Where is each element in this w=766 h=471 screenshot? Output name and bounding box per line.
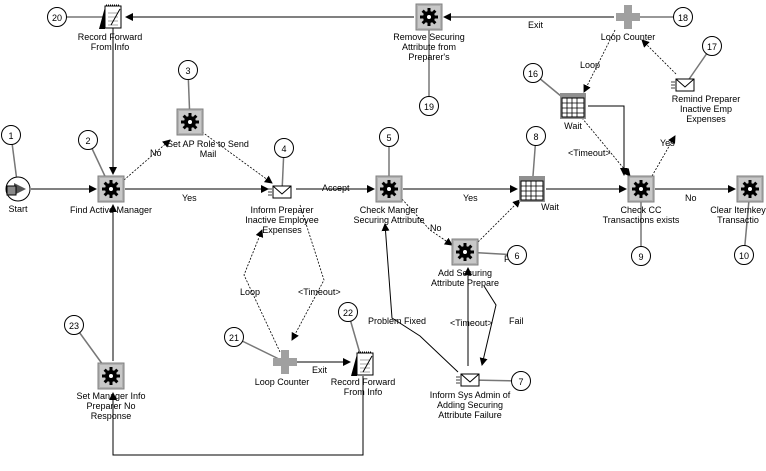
edge-label: <Timeout> bbox=[568, 148, 611, 158]
node-number-badge: 5 bbox=[379, 127, 399, 147]
edge-set_ap-to-inform_prep bbox=[201, 131, 273, 184]
edge-label: No bbox=[430, 223, 442, 233]
node-label-check_cc: Check CC Transactions exists bbox=[602, 205, 680, 225]
edge-wait2-to-check_cc bbox=[581, 117, 631, 177]
node-label-remove_sec: Remove Securing Attribute from Preparer'… bbox=[393, 32, 465, 62]
node-number-badge: 8 bbox=[526, 126, 546, 146]
node-label-record_top: Record Forward From Info bbox=[77, 32, 143, 52]
node-number-badge: 1 bbox=[1, 125, 21, 145]
edge-label: Yes bbox=[660, 138, 675, 148]
edge-label: No bbox=[685, 193, 697, 203]
node-label-loop_bot: Loop Counter bbox=[254, 377, 310, 387]
function-icon[interactable] bbox=[451, 238, 479, 266]
node-number-badge: 17 bbox=[702, 36, 722, 56]
node-label-add_sec: Add Securing Attribute Prepare bbox=[430, 268, 500, 288]
node-number-badge: 3 bbox=[178, 60, 198, 80]
edge-inform_prep-to-loop_bot bbox=[291, 204, 325, 341]
node-number-badge: 21 bbox=[224, 327, 244, 347]
node-number-badge: 16 bbox=[523, 63, 543, 83]
edge-loop_top-to-wait2 bbox=[583, 29, 616, 93]
loop-icon[interactable] bbox=[616, 5, 640, 29]
node-label-check_mgr: Check Manger Securing Attribute bbox=[353, 205, 425, 225]
edge-label: Exit bbox=[528, 20, 544, 30]
notification-icon[interactable] bbox=[455, 373, 480, 387]
node-label-wait1: Wait bbox=[541, 202, 559, 212]
function-icon[interactable] bbox=[97, 362, 125, 390]
node-number-badge: 22 bbox=[338, 302, 358, 322]
node-label-find_mgr: Find Active Manager bbox=[69, 205, 153, 215]
node-label-loop_top: Loop Counter bbox=[600, 32, 656, 42]
edge-check_cc-to-remind bbox=[651, 135, 676, 177]
edge-label: <Timeout> bbox=[450, 318, 493, 328]
node-label-remind: Remind Preparer Inactive Emp Expenses bbox=[671, 94, 741, 124]
edge-wait2-to-check_cc bbox=[588, 105, 628, 176]
edge-label: Accept bbox=[322, 183, 350, 193]
function-icon[interactable] bbox=[176, 108, 204, 136]
edge-record_bot-to-set_mgr bbox=[109, 376, 364, 456]
wait-icon[interactable] bbox=[559, 92, 587, 120]
function-icon[interactable] bbox=[627, 175, 655, 203]
node-number-badge: 20 bbox=[47, 7, 67, 27]
node-number-badge: 9 bbox=[631, 246, 651, 266]
edge-label: No bbox=[150, 148, 162, 158]
record-icon[interactable] bbox=[350, 351, 374, 377]
node-label-set_ap: Set AP Role to Send Mail bbox=[167, 139, 249, 159]
edge-find_mgr-to-set_ap bbox=[123, 139, 171, 181]
function-icon[interactable] bbox=[97, 175, 125, 203]
notification-icon[interactable] bbox=[670, 78, 695, 92]
edge-label: Yes bbox=[463, 193, 478, 203]
edge-add_sec-to-wait1 bbox=[477, 199, 521, 243]
edge-label: Fail bbox=[509, 316, 524, 326]
start-icon[interactable] bbox=[5, 176, 31, 202]
edge-remind-to-loop_top bbox=[641, 39, 677, 75]
wait-icon[interactable] bbox=[518, 175, 546, 203]
edge-label: Problem Fixed bbox=[368, 316, 427, 326]
node-label-wait2: Wait bbox=[564, 121, 582, 131]
node-label-inform_sys: Inform Sys Admin of Adding Securing Attr… bbox=[429, 390, 511, 420]
edge-label: Loop bbox=[240, 287, 261, 297]
nodes-layer bbox=[5, 3, 764, 390]
node-number-badge: 6 bbox=[507, 245, 527, 265]
edge-label: Loop bbox=[580, 60, 601, 70]
node-label-clear_item: Clear Itemkey Transactio bbox=[710, 205, 766, 225]
edge-add_sec-to-inform_sys bbox=[479, 285, 497, 366]
edge-check_mgr-to-add_sec bbox=[401, 198, 453, 246]
node-number-badge: 18 bbox=[673, 7, 693, 27]
node-number-badge: 10 bbox=[734, 245, 754, 265]
function-icon[interactable] bbox=[415, 3, 443, 31]
node-number-badge: 2 bbox=[78, 130, 98, 150]
node-label-record_bot: Record Forward From Info bbox=[330, 377, 396, 397]
function-icon[interactable] bbox=[375, 175, 403, 203]
function-icon[interactable] bbox=[736, 175, 764, 203]
node-number-badge: 4 bbox=[274, 138, 294, 158]
edge-label: Exit bbox=[312, 365, 328, 375]
loop-icon[interactable] bbox=[273, 350, 297, 374]
node-number-badge: 19 bbox=[419, 96, 439, 116]
edge-loop_bot-to-inform_prep bbox=[243, 229, 281, 353]
record-icon[interactable] bbox=[98, 4, 122, 30]
edge-label: <Timeout> bbox=[298, 287, 341, 297]
edge-inform_sys-to-check_mgr bbox=[381, 223, 459, 373]
node-label-set_mgr: Set Manager Info Preparer No Response bbox=[76, 391, 146, 421]
node-label-inform_prep: Inform Preparer Inactive Employee Expens… bbox=[245, 205, 319, 235]
node-label-start: Start bbox=[8, 204, 28, 214]
edge-label: Yes bbox=[182, 193, 197, 203]
notification-icon[interactable] bbox=[267, 185, 292, 199]
node-number-badge: 23 bbox=[64, 315, 84, 335]
node-number-badge: 7 bbox=[511, 371, 531, 391]
